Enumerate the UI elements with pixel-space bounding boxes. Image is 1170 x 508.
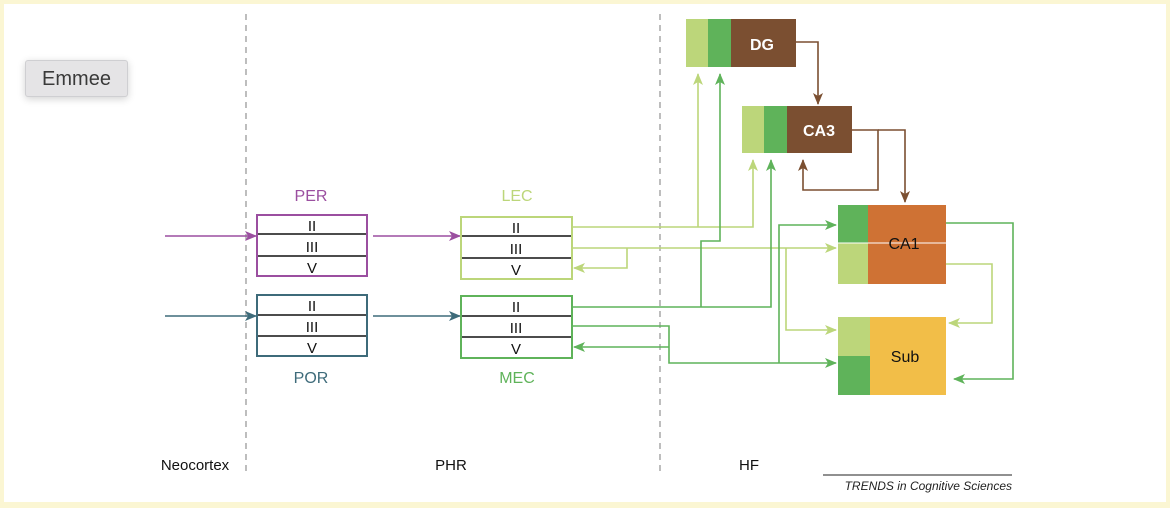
ca1-label: CA1 xyxy=(888,236,919,253)
mec-box: II III V xyxy=(460,295,573,359)
lec-box: II III V xyxy=(460,216,573,280)
path-lec-ii-to-ca3 xyxy=(572,159,758,228)
mec-layer-ii: II xyxy=(512,299,520,316)
path-ca3-to-ca1 xyxy=(878,129,910,203)
por-layer-v: V xyxy=(307,340,317,357)
ca3-label: CA3 xyxy=(803,123,835,140)
mec-layer-iii: III xyxy=(510,320,523,337)
path-return-to-lec-v xyxy=(573,248,628,273)
region-label-phr: PHR xyxy=(435,457,467,474)
por-layer-iii: III xyxy=(306,319,319,336)
por-label: POR xyxy=(294,370,329,387)
path-mec-iii-to-sub xyxy=(572,325,837,368)
credit-text: TRENDS in Cognitive Sciences xyxy=(845,479,1012,493)
dg-block: DG xyxy=(686,19,796,67)
path-lec-iii-to-sub xyxy=(785,248,837,335)
ca1-block: CA1 xyxy=(838,205,946,284)
region-label-neocortex: Neocortex xyxy=(161,457,230,474)
region-label-hf: HF xyxy=(739,457,759,474)
path-ca1-to-sub-lateral xyxy=(946,263,993,328)
lec-label: LEC xyxy=(501,188,532,205)
per-box: II III V xyxy=(256,214,368,277)
path-mec-ii-to-ca3 xyxy=(572,159,776,308)
path-dg-to-ca3 xyxy=(796,41,823,105)
per-layer-ii: II xyxy=(308,218,316,235)
per-label: PER xyxy=(295,188,328,205)
path-mec-iii-to-ca1 xyxy=(778,220,837,363)
emmee-button[interactable]: Emmee xyxy=(25,60,128,97)
mec-layer-v: V xyxy=(511,341,521,358)
path-mec-ii-to-dg xyxy=(700,73,725,307)
path-ca1-to-sub-medial xyxy=(946,222,1014,384)
lec-layer-iii: III xyxy=(510,241,523,258)
ca3-block: CA3 xyxy=(742,106,852,153)
sub-block: Sub xyxy=(838,317,946,395)
per-layer-v: V xyxy=(307,260,317,277)
lec-layer-v: V xyxy=(511,262,521,279)
figure-frame xyxy=(4,4,1166,502)
dg-label: DG xyxy=(750,37,774,54)
sub-label: Sub xyxy=(891,349,920,366)
path-ca3-recurrent xyxy=(798,129,879,191)
per-layer-iii: III xyxy=(306,239,319,256)
por-box: II III V xyxy=(256,294,368,357)
lec-layer-ii: II xyxy=(512,220,520,237)
por-layer-ii: II xyxy=(308,298,316,315)
mec-label: MEC xyxy=(499,370,535,387)
